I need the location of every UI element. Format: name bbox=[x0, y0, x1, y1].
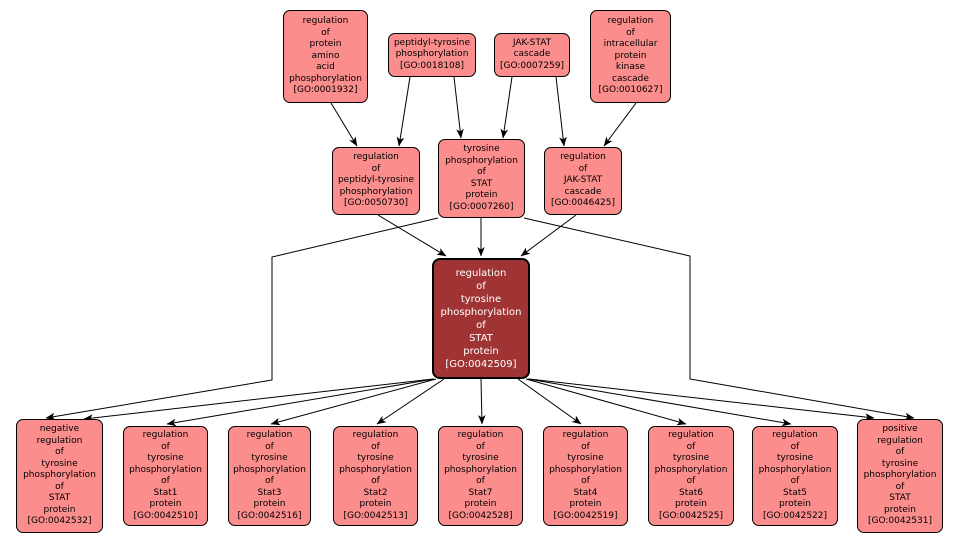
dag-edge-GO0042509-GO0042513 bbox=[376, 378, 445, 425]
dag-edge-GO0010627-GO0046425 bbox=[603, 102, 637, 147]
go-term-label: regulation of tyrosine phosphorylation o… bbox=[549, 430, 622, 521]
dag-edge-GO0018108-GO0007260 bbox=[453, 76, 464, 139]
go-term-label: regulation of tyrosine phosphorylation o… bbox=[444, 430, 517, 521]
dag-edge-GO0046425-GO0042509 bbox=[520, 214, 577, 257]
go-term-label: regulation of intracellular protein kina… bbox=[598, 16, 663, 96]
dag-edge-GO0001932-GO0050730 bbox=[330, 102, 358, 147]
go-term-label: regulation of tyrosine phosphorylation o… bbox=[233, 430, 306, 521]
go-term-node-go-0010627[interactable]: regulation of intracellular protein kina… bbox=[590, 10, 671, 103]
go-term-label: JAK-STAT cascade [GO:0007259] bbox=[499, 37, 565, 71]
go-term-label: positive regulation of tyrosine phosphor… bbox=[863, 424, 937, 527]
dag-edge-GO0018108-GO0050730 bbox=[396, 76, 411, 147]
go-term-node-go-0042525[interactable]: regulation of tyrosine phosphorylation o… bbox=[648, 426, 734, 526]
go-term-label: tyrosine phosphorylation of STAT protein… bbox=[445, 144, 518, 212]
dag-edge-GO0042509-GO0042519 bbox=[517, 378, 582, 425]
dag-edge-GO0042509-GO0042531 bbox=[528, 378, 875, 421]
go-term-node-go-0042531[interactable]: positive regulation of tyrosine phosphor… bbox=[857, 419, 943, 533]
go-term-node-go-0042513[interactable]: regulation of tyrosine phosphorylation o… bbox=[333, 426, 418, 526]
go-term-label: peptidyl-tyrosine phosphorylation [GO:00… bbox=[393, 37, 471, 71]
dag-edge-GO0042509-GO0042522 bbox=[527, 378, 792, 427]
dag-edge-GO0042509-GO0042532 bbox=[83, 378, 434, 422]
go-term-label: regulation of tyrosine phosphorylation o… bbox=[339, 430, 412, 521]
go-term-label: regulation of peptidyl-tyrosine phosphor… bbox=[337, 152, 415, 209]
dag-edge-GO0042509-GO0042528 bbox=[478, 378, 486, 425]
go-term-node-go-0007259[interactable]: JAK-STAT cascade [GO:0007259] bbox=[494, 33, 570, 77]
go-term-label: negative regulation of tyrosine phosphor… bbox=[23, 424, 96, 527]
go-term-node-go-0050730[interactable]: regulation of peptidyl-tyrosine phosphor… bbox=[332, 147, 420, 215]
go-term-label: regulation of tyrosine phosphorylation o… bbox=[440, 267, 522, 370]
go-term-label: regulation of tyrosine phosphorylation o… bbox=[654, 430, 728, 521]
go-term-node-go-0007260[interactable]: tyrosine phosphorylation of STAT protein… bbox=[438, 139, 525, 218]
go-term-node-go-0046425[interactable]: regulation of JAK-STAT cascade [GO:00464… bbox=[544, 147, 622, 215]
go-term-node-go-0042522[interactable]: regulation of tyrosine phosphorylation o… bbox=[752, 426, 838, 526]
go-term-node-go-0042519[interactable]: regulation of tyrosine phosphorylation o… bbox=[543, 426, 628, 526]
go-term-label: regulation of JAK-STAT cascade [GO:00464… bbox=[550, 152, 616, 209]
go-term-label: regulation of tyrosine phosphorylation o… bbox=[129, 430, 202, 521]
dag-edge-GO0050730-GO0042509 bbox=[377, 214, 447, 257]
dag-edge-GO0042509-GO0042510 bbox=[166, 378, 435, 427]
go-term-node-go-0042510[interactable]: regulation of tyrosine phosphorylation o… bbox=[123, 426, 208, 526]
dag-edge-GO0042509-GO0042516 bbox=[270, 378, 437, 426]
dag-edge-GO0007259-GO0046425 bbox=[555, 76, 567, 147]
go-term-label: regulation of tyrosine phosphorylation o… bbox=[758, 430, 832, 521]
dag-edge-GO0007260-GO0042531 bbox=[523, 217, 915, 421]
go-term-node-go-0042528[interactable]: regulation of tyrosine phosphorylation o… bbox=[438, 426, 523, 526]
go-term-node-go-0042532[interactable]: negative regulation of tyrosine phosphor… bbox=[16, 419, 103, 533]
dag-edge-GO0007259-GO0007260 bbox=[500, 76, 513, 139]
dag-edge-GO0042509-GO0042525 bbox=[525, 378, 687, 426]
go-term-node-go-0018108[interactable]: peptidyl-tyrosine phosphorylation [GO:00… bbox=[388, 33, 476, 77]
go-term-node-go-0042516[interactable]: regulation of tyrosine phosphorylation o… bbox=[228, 426, 311, 526]
go-term-label: regulation of protein amino acid phospho… bbox=[289, 16, 362, 96]
dag-edge-GO0007260-GO0042532 bbox=[45, 217, 439, 421]
go-term-node-go-0001932[interactable]: regulation of protein amino acid phospho… bbox=[283, 10, 368, 103]
go-term-node-go-0042509[interactable]: regulation of tyrosine phosphorylation o… bbox=[432, 258, 530, 379]
